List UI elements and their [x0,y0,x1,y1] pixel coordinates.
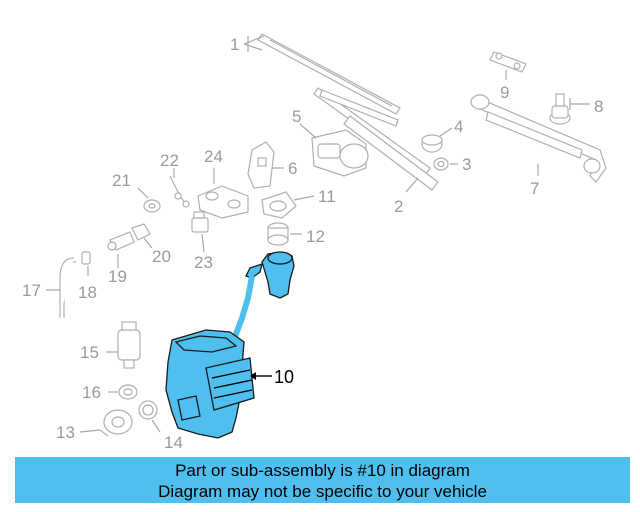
hose-17 [59,257,76,318]
callout-2: 2 [394,197,403,216]
callout-labels: 1 2 3 4 5 6 7 8 9 10 11 12 13 14 15 16 1… [22,35,603,452]
callout-23: 23 [194,253,213,272]
callout-5: 5 [292,107,301,126]
cap-4 [421,134,443,153]
callout-15: 15 [80,343,99,362]
callout-13: 13 [56,423,75,442]
hose-22 [169,175,190,208]
callout-21: 21 [112,171,131,190]
bracket-9 [489,51,527,73]
wiper-linkage-7 [470,94,607,183]
callout-1: 1 [230,35,239,54]
callout-16: 16 [82,383,101,402]
callout-22: 22 [160,151,179,170]
callout-12: 12 [306,227,325,246]
seal-14 [138,400,158,420]
callout-17: 17 [22,281,41,300]
nozzle-11 [261,191,297,219]
callout-8: 8 [594,97,603,116]
pump-15 [117,321,141,369]
cap-12 [267,222,289,246]
banner-line-part-number: Part or sub-assembly is #10 in diagram [175,461,470,480]
callout-6: 6 [288,159,297,178]
sensor-20 [131,223,151,241]
callout-11: 11 [318,187,336,206]
banner-line-disclaimer: Diagram may not be specific to your vehi… [158,482,487,501]
bolt-8 [549,93,571,125]
callout-14: 14 [164,433,183,452]
callout-3: 3 [462,155,471,174]
callout-18: 18 [78,283,97,302]
connector-19 [107,231,135,251]
callout-10: 10 [274,367,294,387]
pump-13 [99,409,133,437]
callout-9: 9 [500,83,509,102]
callout-19: 19 [108,267,127,286]
callout-24: 24 [204,147,223,166]
nut-3 [433,157,449,171]
callout-7: 7 [530,179,539,198]
parts-diagram: 1 2 3 4 5 6 7 8 9 10 11 12 13 14 15 16 1… [22,33,607,452]
cowl-part-24 [197,185,249,219]
clip-18 [81,251,91,265]
leader-lines [46,35,590,433]
bracket-6 [247,141,275,189]
wiper-arm-2 [319,89,439,191]
callout-4: 4 [454,117,463,136]
washer-reservoir-10 [165,251,295,439]
wiper-motor-5 [311,129,369,177]
grommet-21 [143,199,161,213]
grommet-16 [118,384,138,400]
callout-20: 20 [152,247,171,266]
info-banner: Part or sub-assembly is #10 in diagram D… [15,457,630,503]
connector-23 [191,211,209,233]
